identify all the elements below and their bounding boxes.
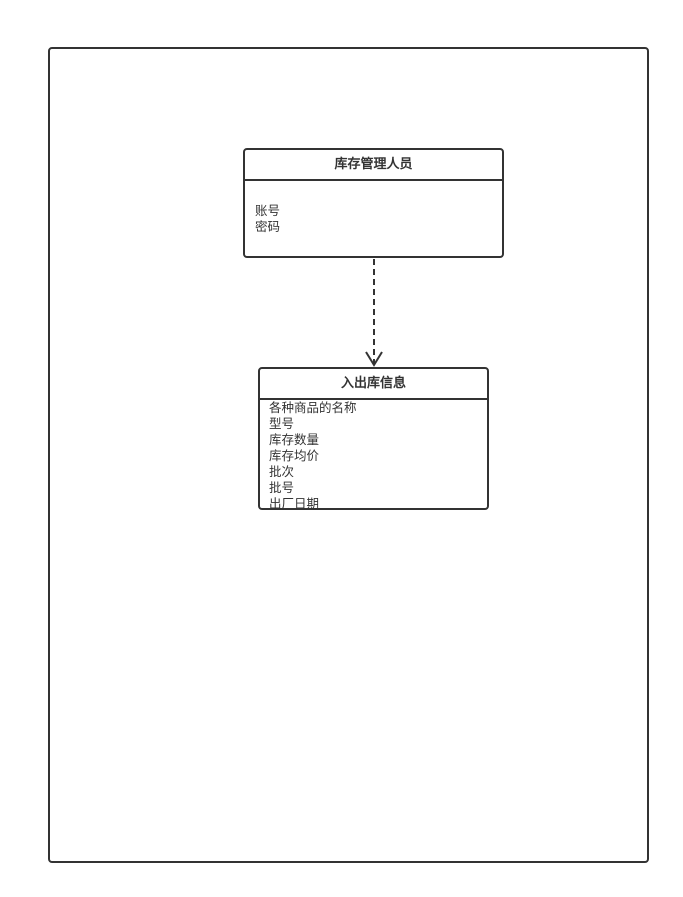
class-attributes: 各种商品的名称 型号 库存数量 库存均价 批次 批号 出厂日期 <box>260 400 487 512</box>
diagram-frame <box>48 47 649 863</box>
attribute-item: 库存数量 <box>269 432 320 447</box>
attribute-item: 批号 <box>269 480 295 495</box>
attribute-account: 账号 <box>255 203 281 218</box>
attribute-password: 密码 <box>255 219 281 234</box>
attribute-item: 库存均价 <box>269 448 320 463</box>
attribute-item: 批次 <box>269 464 295 479</box>
attribute-item: 各种商品的名称 <box>269 400 357 415</box>
class-attributes: 账号 密码 <box>245 181 502 235</box>
class-stock-io-info[interactable]: 入出库信息 各种商品的名称 型号 库存数量 库存均价 批次 批号 出厂日期 <box>258 367 489 512</box>
attribute-item: 出厂日期 <box>269 496 320 511</box>
attribute-item: 型号 <box>269 416 295 431</box>
class-title: 入出库信息 <box>260 369 487 400</box>
class-inventory-manager[interactable]: 库存管理人员 账号 密码 <box>243 148 504 258</box>
class-title: 库存管理人员 <box>245 150 502 181</box>
